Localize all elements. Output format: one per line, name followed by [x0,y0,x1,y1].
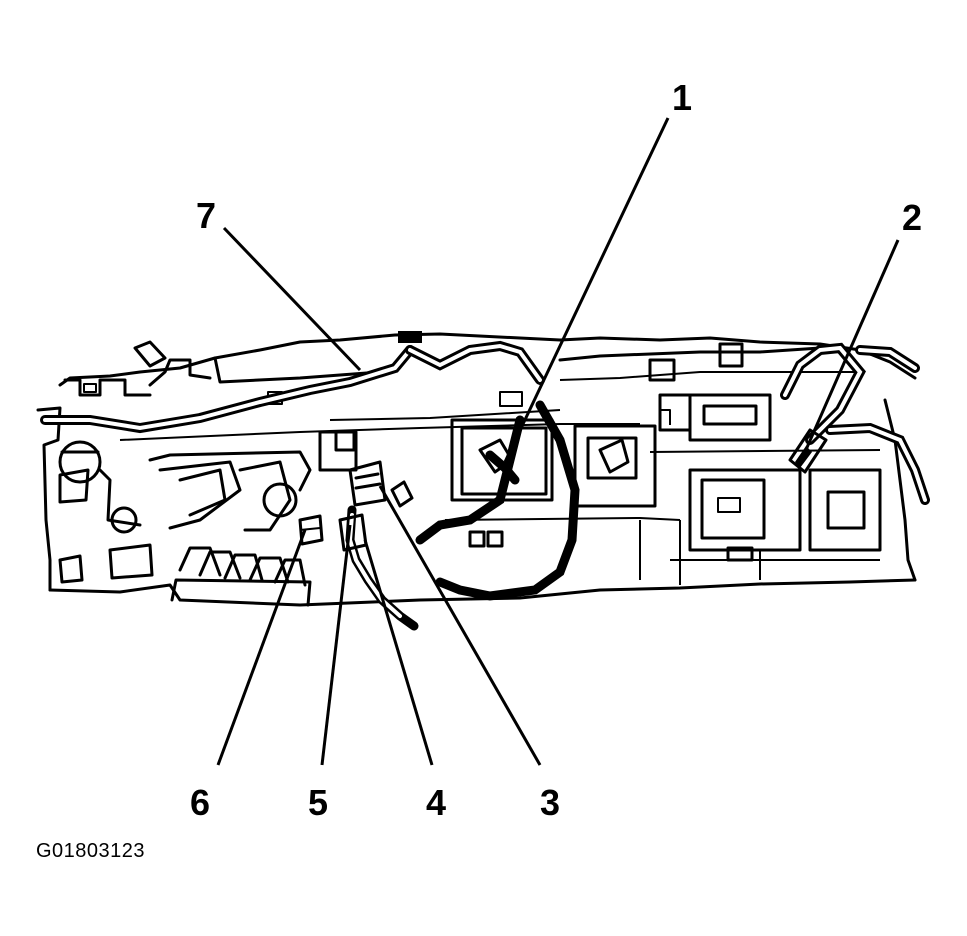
leader-line-7 [222,226,362,372]
leader-line-5 [320,524,352,766]
callout-5: 5 [308,782,328,823]
callout-6: 6 [190,782,210,823]
callout-1: 1 [672,77,692,118]
instrument-panel-carrier [36,331,917,607]
callout-numbers: 1 2 3 4 5 6 7 [190,77,922,823]
leader-line-1 [503,117,670,463]
callout-7: 7 [196,195,216,236]
leader-line-6 [216,529,307,766]
leader-line-2 [803,239,900,453]
figure-code: G01803123 [36,840,146,862]
leader-lines [216,117,900,766]
callout-2: 2 [902,197,922,238]
callout-3: 3 [540,782,560,823]
callout-4: 4 [426,782,446,823]
wiring-harness-main [40,340,930,631]
leader-line-4 [363,539,434,766]
leader-line-3 [378,485,542,766]
